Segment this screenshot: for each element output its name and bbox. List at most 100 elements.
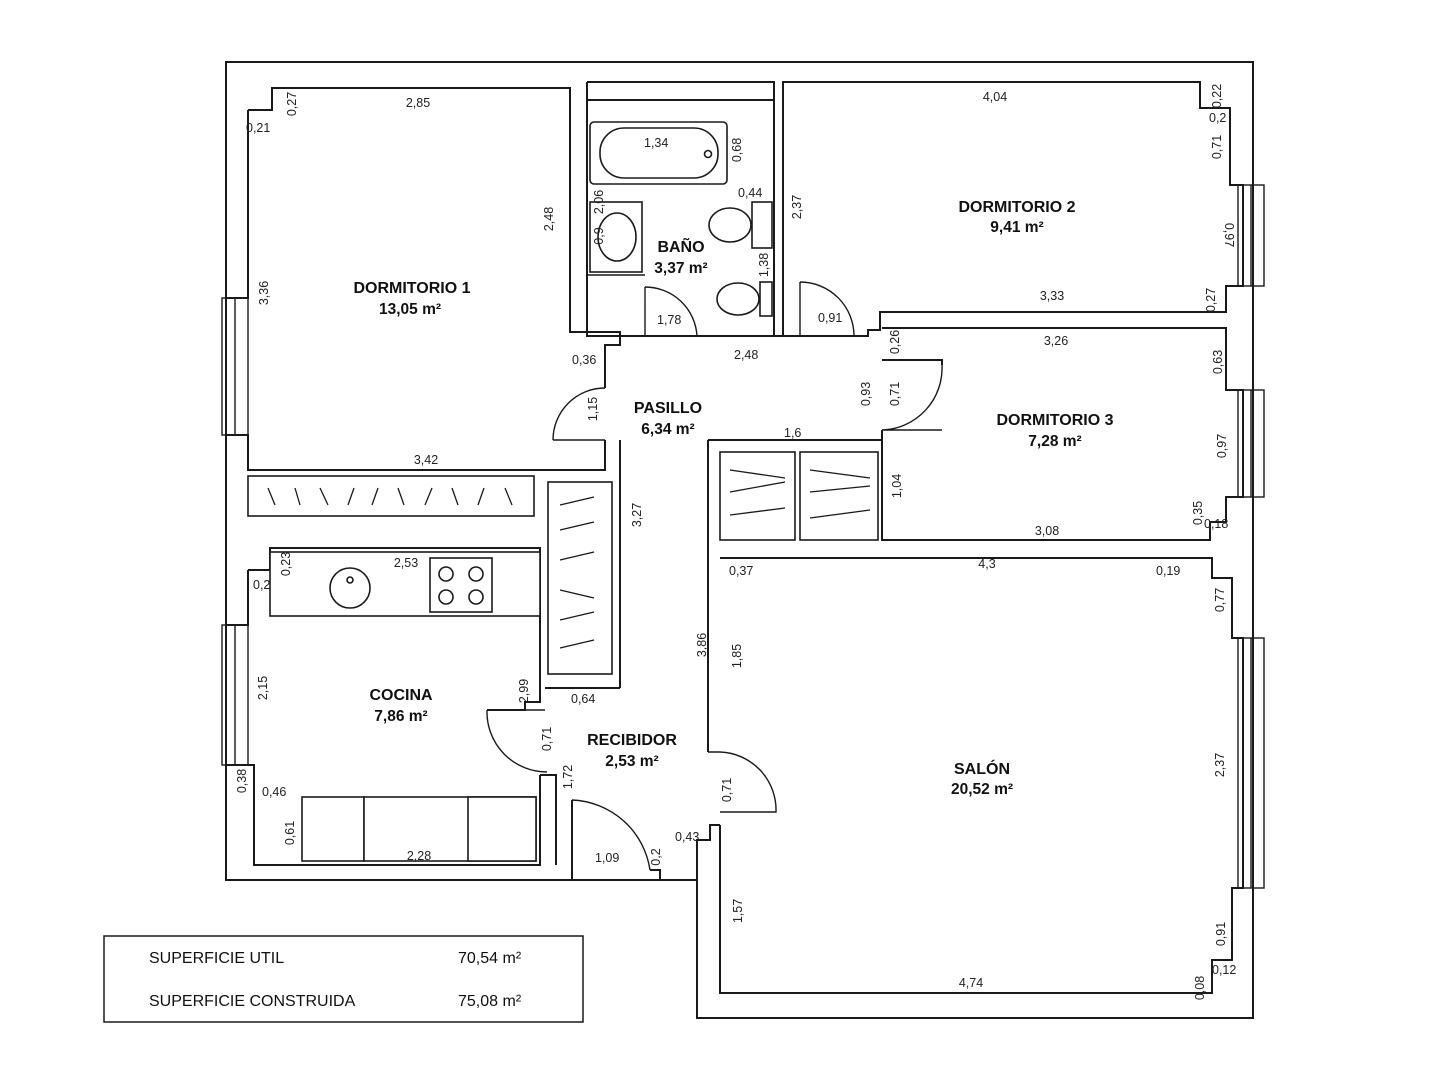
dim-label: 0,71 bbox=[720, 778, 734, 802]
dim-label: 0,2 bbox=[1209, 111, 1226, 125]
dim-label: 0,35 bbox=[1191, 501, 1205, 525]
room-label-recibidor: RECIBIDOR bbox=[587, 732, 677, 749]
dim-label: 3,36 bbox=[257, 281, 271, 305]
washbasin bbox=[597, 212, 637, 262]
dim-label: 0,2 bbox=[253, 578, 270, 592]
superficie-util-label: SUPERFICIE UTIL bbox=[149, 950, 284, 967]
wardrobe-pasillo bbox=[547, 481, 613, 675]
room-label-dormitorio-3: DORMITORIO 3 bbox=[996, 412, 1113, 429]
d1-door bbox=[552, 387, 606, 441]
dim-label: 0,61 bbox=[283, 821, 297, 845]
room-area-salon: 20,52 m² bbox=[951, 781, 1013, 798]
dim-label: 0,97 bbox=[1215, 434, 1229, 458]
bathroom-top-duct bbox=[586, 81, 775, 175]
dim-label: 0,64 bbox=[571, 692, 595, 706]
dim-label: 2,48 bbox=[734, 348, 758, 362]
superficie-util-value: 70,54 m² bbox=[458, 950, 522, 967]
superficie-construida-label: SUPERFICIE CONSTRUIDA bbox=[149, 993, 356, 1010]
dim-label: 2,53 bbox=[394, 556, 418, 570]
room-area-dormitorio-2: 9,41 m² bbox=[990, 219, 1043, 236]
dim-label: 2,15 bbox=[256, 676, 270, 700]
wardrobe-d3-b bbox=[799, 451, 879, 541]
d3-door bbox=[881, 364, 943, 431]
dim-label: 1,34 bbox=[644, 136, 668, 150]
cooktop bbox=[429, 557, 493, 613]
dim-label: 2,48 bbox=[542, 207, 556, 231]
room-label-pasillo: PASILLO bbox=[634, 400, 702, 417]
room-area-pasillo: 6,34 m² bbox=[641, 421, 694, 438]
fridge bbox=[301, 796, 365, 862]
sink bbox=[329, 567, 371, 609]
cocina-door bbox=[486, 709, 548, 773]
dim-label: 3,42 bbox=[414, 453, 438, 467]
dim-label: 2,37 bbox=[1213, 753, 1227, 777]
d2-door bbox=[799, 281, 855, 337]
room-area-dormitorio-3: 7,28 m² bbox=[1028, 433, 1081, 450]
dim-label: 0,38 bbox=[235, 769, 249, 793]
dim-label: 0,22 bbox=[1210, 84, 1224, 108]
bathroom-walls bbox=[586, 99, 775, 337]
d2-wall-inner bbox=[782, 81, 1244, 337]
dim-label: 4,3 bbox=[978, 557, 995, 571]
dim-label: 1,57 bbox=[731, 899, 745, 923]
dim-label: 0,63 bbox=[1211, 350, 1225, 374]
room-label-dormitorio-1: DORMITORIO 1 bbox=[353, 280, 470, 297]
dim-label: 1,72 bbox=[561, 765, 575, 789]
room-label-cocina: COCINA bbox=[369, 687, 433, 704]
dim-label: 3,33 bbox=[1040, 289, 1064, 303]
d3-frame bbox=[882, 359, 943, 365]
dim-label: 0,97 bbox=[1222, 223, 1236, 247]
superficie-construida-value: 75,08 m² bbox=[458, 993, 522, 1010]
bathroom-door bbox=[644, 286, 698, 337]
dim-label: 0,08 bbox=[1193, 976, 1207, 1000]
dimension-labels: 2,85 0,21 3,42 0,36 1,34 0,44 1,78 2,48 … bbox=[246, 90, 1236, 990]
dim-label: 1,15 bbox=[586, 397, 600, 421]
entrance-frame bbox=[540, 774, 720, 881]
dim-label: 0,68 bbox=[730, 138, 744, 162]
toilet bbox=[708, 207, 752, 243]
bidet-tank bbox=[759, 281, 773, 317]
dim-label: 0,93 bbox=[859, 382, 873, 406]
dim-label: 4,74 bbox=[959, 976, 983, 990]
salon-door bbox=[708, 751, 777, 813]
dim-label: 2,85 bbox=[406, 96, 430, 110]
dim-label: 0,36 bbox=[572, 353, 596, 367]
pasillo-wall-left bbox=[604, 331, 621, 388]
dim-label: 0,23 bbox=[279, 552, 293, 576]
dim-label: 0,37 bbox=[729, 564, 753, 578]
dim-label: 2,99 bbox=[517, 679, 531, 703]
bidet bbox=[716, 282, 760, 316]
dim-label: 1,78 bbox=[657, 313, 681, 327]
dim-label: 0,91 bbox=[1214, 922, 1228, 946]
dim-label: 3,08 bbox=[1035, 524, 1059, 538]
dim-label: 2,06 bbox=[592, 190, 606, 214]
dim-label: 0,27 bbox=[1204, 288, 1218, 312]
dim-label: 0,44 bbox=[738, 186, 762, 200]
wardrobe-hangers bbox=[267, 469, 871, 649]
room-label-dormitorio-2: DORMITORIO 2 bbox=[958, 199, 1075, 216]
room-area-dormitorio-1: 13,05 m² bbox=[379, 301, 441, 318]
dim-label: 4,04 bbox=[983, 90, 1007, 104]
dim-label: 0,91 bbox=[818, 311, 842, 325]
dim-label: 1,85 bbox=[730, 644, 744, 668]
dimension-labels-vertical: 0,27 2,48 3,36 0,68 2,06 0,9 1,38 2,37 0… bbox=[235, 84, 1236, 1000]
room-area-recibidor: 2,53 m² bbox=[605, 753, 658, 770]
dim-label: 0,18 bbox=[1204, 517, 1228, 531]
dim-label: 1,6 bbox=[784, 426, 801, 440]
dim-label: 0,9 bbox=[592, 227, 606, 244]
dim-label: 0,77 bbox=[1213, 588, 1227, 612]
dim-label: 0,21 bbox=[246, 121, 270, 135]
dim-label: 0,2 bbox=[649, 848, 663, 865]
surface-summary-box bbox=[103, 935, 584, 1023]
exterior-wall-outer bbox=[225, 61, 1254, 1019]
dim-label: 3,86 bbox=[695, 633, 709, 657]
d3-wall-inner bbox=[881, 327, 1244, 541]
dim-label: 3,26 bbox=[1044, 334, 1068, 348]
room-label-salon: SALÓN bbox=[954, 759, 1010, 778]
dim-label: 0,43 bbox=[675, 830, 699, 844]
wardrobe-d1 bbox=[247, 475, 535, 517]
wardrobe-d3-a bbox=[719, 451, 796, 541]
dim-label: 0,12 bbox=[1212, 963, 1236, 977]
dim-label: 1,38 bbox=[757, 253, 771, 277]
